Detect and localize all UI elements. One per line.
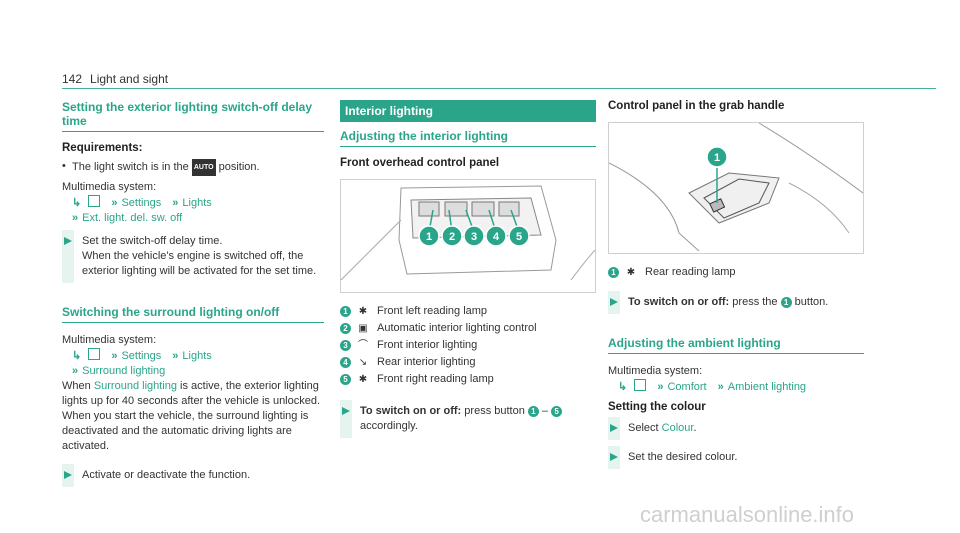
menu-path-3: ↳ »Comfort »Ambient lighting bbox=[608, 379, 864, 395]
home-icon bbox=[88, 348, 101, 360]
requirement-item: The light switch is in the AUTO position… bbox=[62, 159, 324, 176]
step-activate: Activate or deactivate the function. bbox=[62, 464, 324, 487]
step-set-colour: Set the desired colour. bbox=[608, 446, 864, 469]
auto-lighting-icon: ▣ bbox=[358, 323, 368, 334]
page-header-title: Light and sight bbox=[90, 72, 169, 86]
path-item-surround[interactable]: Surround lighting bbox=[82, 365, 166, 377]
step-switch-on-off: To switch on or off: press button 1 – 5 … bbox=[340, 400, 596, 438]
path-item-comfort[interactable]: Comfort bbox=[667, 381, 707, 393]
path-item-ext-light[interactable]: Ext. light. del. sw. off bbox=[82, 212, 183, 224]
callout-1: 1 bbox=[426, 231, 432, 243]
home-icon bbox=[88, 195, 101, 207]
list-item: 1✱Rear reading lamp bbox=[608, 264, 864, 281]
list-item: 3⌒Front interior lighting bbox=[340, 337, 596, 354]
column-3: Control panel in the grab handle 1 1✱Rea… bbox=[608, 100, 864, 469]
step-arrow-icon bbox=[610, 453, 618, 461]
header-divider bbox=[62, 88, 936, 89]
path-item-lights[interactable]: Lights bbox=[182, 350, 212, 362]
chevron-icon: » bbox=[111, 197, 118, 209]
callout-5: 5 bbox=[516, 231, 522, 243]
page-number: 142 bbox=[62, 72, 83, 86]
menu-path-2: ↳ »Settings »Lights bbox=[62, 348, 324, 364]
chevron-icon: » bbox=[172, 197, 179, 209]
list-item: 1✱Front left reading lamp bbox=[340, 303, 596, 320]
chapter-bar-interior-lighting: Interior lighting bbox=[340, 100, 596, 122]
arrow-icon: ↳ bbox=[72, 350, 82, 362]
arrow-icon: ↳ bbox=[72, 197, 82, 209]
chevron-icon: » bbox=[172, 350, 179, 362]
overhead-panel-illustration: 1 2 3 4 5 bbox=[340, 185, 596, 281]
surround-description: When Surround lighting is active, the ex… bbox=[62, 380, 321, 452]
chevron-icon: » bbox=[717, 381, 724, 393]
reading-lamp-icon: ✱ bbox=[358, 306, 368, 317]
subheading-front-panel: Front overhead control panel bbox=[340, 157, 500, 169]
callout-4: 4 bbox=[493, 231, 500, 243]
menu-path-1: ↳ »Settings »Lights bbox=[62, 195, 324, 211]
grab-handle-illustration: 1 bbox=[608, 122, 864, 252]
step-switch-on-off: To switch on or off: press the 1 button. bbox=[608, 291, 864, 314]
step-arrow-icon bbox=[610, 298, 618, 306]
step-arrow-icon bbox=[64, 471, 72, 479]
figure-grab-handle: 1 bbox=[608, 122, 864, 254]
column-1: Setting the exterior lighting switch-off… bbox=[62, 100, 324, 487]
callout-2: 2 bbox=[449, 231, 455, 243]
multimedia-label: Multimedia system: bbox=[62, 334, 157, 346]
requirements-label: Requirements: bbox=[62, 142, 143, 154]
multimedia-label: Multimedia system: bbox=[608, 365, 703, 377]
list-item: 5✱Front right reading lamp bbox=[340, 371, 596, 388]
chevron-icon: » bbox=[657, 381, 664, 393]
figure-overhead-panel: 1 2 3 4 5 bbox=[340, 179, 596, 293]
callout-1: 1 bbox=[714, 152, 720, 164]
step-arrow-icon bbox=[342, 407, 350, 415]
legend-list: 1✱Front left reading lamp 2▣Automatic in… bbox=[340, 303, 596, 388]
multimedia-label: Multimedia system: bbox=[62, 181, 157, 193]
step-set-delay: Set the switch-off delay time. When the … bbox=[62, 230, 324, 283]
page-header: 142 Light and sight bbox=[62, 72, 168, 86]
section-title-surround-lighting: Switching the surround lighting on/off bbox=[62, 305, 324, 323]
callout-3: 3 bbox=[471, 231, 477, 243]
front-interior-icon: ⌒ bbox=[358, 340, 368, 351]
home-icon bbox=[634, 379, 647, 391]
list-item: 2▣Automatic interior lighting control bbox=[340, 320, 596, 337]
surround-link[interactable]: Surround lighting bbox=[93, 380, 177, 392]
subheading-grab-handle: Control panel in the grab handle bbox=[608, 100, 785, 112]
section-title-switch-off-delay: Setting the exterior lighting switch-off… bbox=[62, 100, 324, 132]
list-item: 4↘Rear interior lighting bbox=[340, 354, 596, 371]
section-title-ambient: Adjusting the ambient lighting bbox=[608, 336, 864, 354]
path-item-lights[interactable]: Lights bbox=[182, 197, 212, 209]
chevron-icon: » bbox=[72, 212, 79, 224]
path-item-settings[interactable]: Settings bbox=[121, 197, 162, 209]
subheading-colour: Setting the colour bbox=[608, 401, 706, 413]
step-arrow-icon bbox=[64, 237, 72, 245]
rear-interior-icon: ↘ bbox=[358, 357, 368, 368]
chevron-icon: » bbox=[111, 350, 118, 362]
path-item-ambient[interactable]: Ambient lighting bbox=[727, 381, 807, 393]
path-item-settings[interactable]: Settings bbox=[121, 350, 162, 362]
chevron-icon: » bbox=[72, 365, 79, 377]
reading-lamp-icon: ✱ bbox=[626, 267, 636, 278]
watermark: carmanualsonline.info bbox=[640, 502, 855, 527]
step-select-colour: Select Colour. bbox=[608, 417, 864, 440]
auto-icon: AUTO bbox=[191, 159, 216, 176]
menu-path-2b: »Surround lighting bbox=[62, 364, 324, 379]
menu-path-1b: »Ext. light. del. sw. off bbox=[62, 211, 324, 226]
arrow-icon: ↳ bbox=[618, 381, 628, 393]
step-arrow-icon bbox=[610, 424, 618, 432]
section-title-adjust-interior: Adjusting the interior lighting bbox=[340, 129, 596, 147]
colour-link[interactable]: Colour bbox=[661, 422, 694, 434]
column-2: Interior lighting Adjusting the interior… bbox=[340, 100, 596, 438]
reading-lamp-icon: ✱ bbox=[358, 374, 368, 385]
